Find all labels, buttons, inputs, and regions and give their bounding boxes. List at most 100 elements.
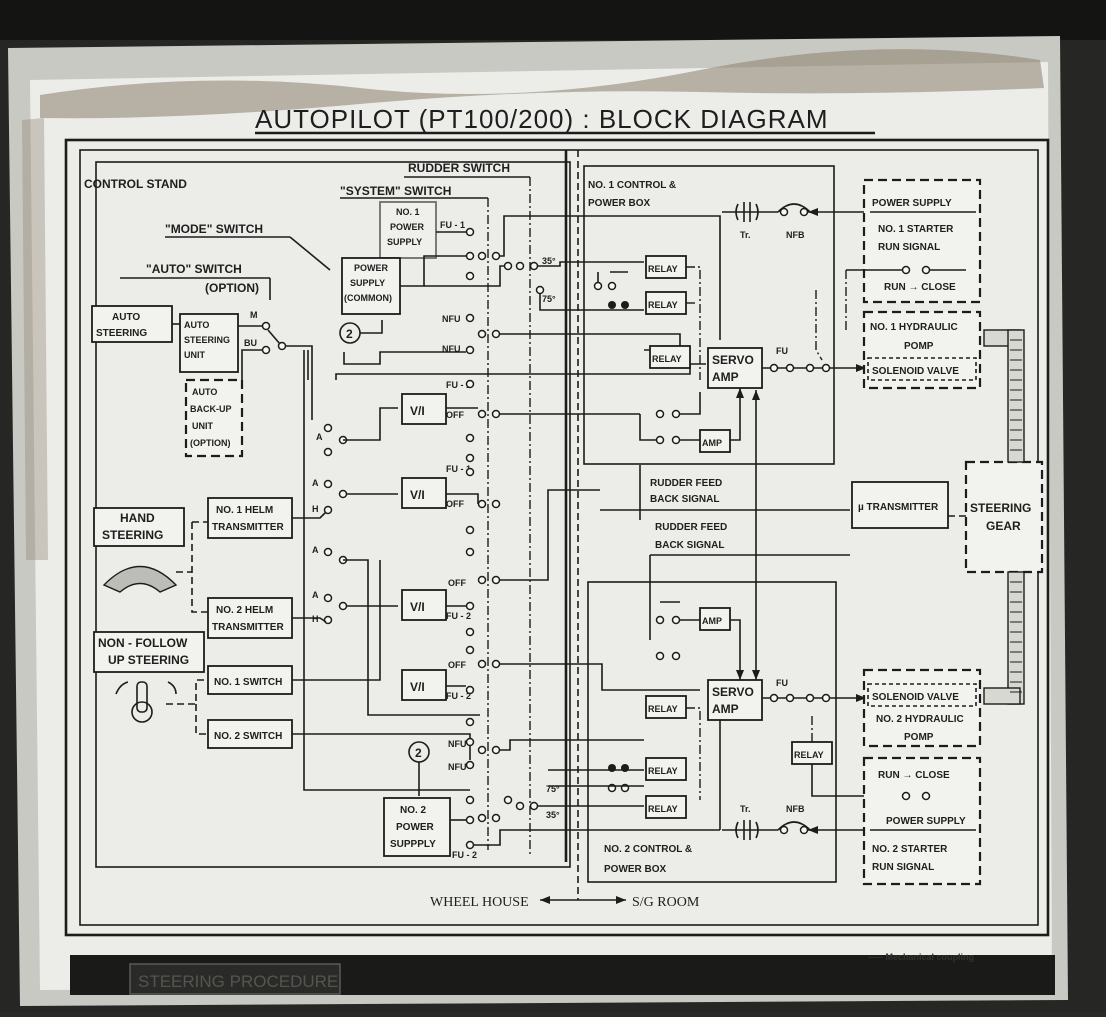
svg-text:35°: 35° bbox=[546, 810, 560, 820]
svg-text:RUDDER FEED: RUDDER FEED bbox=[655, 522, 727, 533]
mode-switch-label: "MODE" SWITCH bbox=[165, 222, 263, 236]
svg-text:POWER: POWER bbox=[354, 263, 389, 273]
svg-text:RUDDER FEED: RUDDER FEED bbox=[650, 478, 722, 489]
svg-text:BACK SIGNAL: BACK SIGNAL bbox=[650, 494, 719, 505]
svg-text:NO. 1 HYDRAULIC: NO. 1 HYDRAULIC bbox=[870, 322, 958, 333]
svg-text:RUN → CLOSE: RUN → CLOSE bbox=[878, 770, 950, 781]
svg-text:NON - FOLLOW: NON - FOLLOW bbox=[98, 636, 188, 650]
svg-text:AMP: AMP bbox=[712, 702, 739, 716]
svg-text:M: M bbox=[250, 310, 258, 320]
diagram-title: AUTOPILOT (PT100/200) : BLOCK DIAGRAM bbox=[255, 104, 829, 134]
svg-text:H: H bbox=[312, 504, 319, 514]
svg-text:RUN → CLOSE: RUN → CLOSE bbox=[884, 282, 956, 293]
svg-text:Tr.: Tr. bbox=[740, 230, 751, 240]
svg-text:POMP: POMP bbox=[904, 732, 934, 743]
svg-text:SUPPLY: SUPPLY bbox=[350, 278, 385, 288]
svg-text:A: A bbox=[312, 545, 319, 555]
svg-text:35°: 35° bbox=[542, 256, 556, 266]
rudder-switch-label: RUDDER SWITCH bbox=[408, 161, 510, 175]
svg-text:RELAY: RELAY bbox=[794, 750, 824, 760]
circle-2-top: 2 bbox=[346, 327, 353, 341]
circle-2-bottom: 2 bbox=[415, 746, 422, 760]
svg-text:NO. 1 SWITCH: NO. 1 SWITCH bbox=[214, 677, 282, 688]
svg-text:FU - 2: FU - 2 bbox=[446, 611, 471, 621]
svg-text:POWER BOX: POWER BOX bbox=[588, 198, 651, 209]
system-switch-label: "SYSTEM" SWITCH bbox=[340, 184, 451, 198]
svg-text:NFB: NFB bbox=[786, 230, 805, 240]
svg-text:NFU: NFU bbox=[448, 739, 467, 749]
svg-text:BU: BU bbox=[244, 338, 257, 348]
svg-text:STEERING: STEERING bbox=[96, 328, 147, 339]
svg-text:RELAY: RELAY bbox=[648, 264, 678, 274]
svg-text:UP STEERING: UP STEERING bbox=[108, 653, 189, 667]
svg-text:TRANSMITTER: TRANSMITTER bbox=[212, 622, 284, 633]
svg-text:NO. 2: NO. 2 bbox=[400, 805, 427, 816]
svg-text:OFF: OFF bbox=[448, 660, 466, 670]
mechanical-coupling-legend: ----- Mechanical coupling bbox=[868, 952, 974, 962]
svg-text:POWER SUPPLY: POWER SUPPLY bbox=[872, 198, 952, 209]
auto-switch-option: (OPTION) bbox=[205, 281, 259, 295]
sg-room-label: S/G ROOM bbox=[632, 895, 700, 910]
svg-text:µ TRANSMITTER: µ TRANSMITTER bbox=[858, 502, 939, 513]
svg-text:BACK-UP: BACK-UP bbox=[190, 404, 232, 414]
wheel-house-label: WHEEL HOUSE bbox=[430, 895, 529, 910]
svg-text:OFF: OFF bbox=[448, 578, 466, 588]
svg-text:POMP: POMP bbox=[904, 341, 934, 352]
svg-text:RELAY: RELAY bbox=[648, 300, 678, 310]
svg-text:RELAY: RELAY bbox=[652, 354, 682, 364]
svg-text:NO. 1 CONTROL &: NO. 1 CONTROL & bbox=[588, 180, 676, 191]
svg-text:AUTO: AUTO bbox=[112, 312, 140, 323]
svg-text:AMP: AMP bbox=[712, 370, 739, 384]
svg-text:RELAY: RELAY bbox=[648, 704, 678, 714]
svg-text:H: H bbox=[312, 614, 319, 624]
svg-text:V/I: V/I bbox=[410, 404, 425, 418]
control-stand-label: CONTROL STAND bbox=[84, 177, 187, 191]
svg-text:A: A bbox=[316, 432, 323, 442]
svg-text:SERVO: SERVO bbox=[712, 685, 754, 699]
svg-text:POWER SUPPLY: POWER SUPPLY bbox=[886, 816, 966, 827]
svg-text:HAND: HAND bbox=[120, 511, 155, 525]
svg-text:STEERING: STEERING bbox=[970, 501, 1031, 515]
svg-text:FU: FU bbox=[776, 678, 788, 688]
svg-text:POWER BOX: POWER BOX bbox=[604, 864, 667, 875]
svg-text:NO. 2 HYDRAULIC: NO. 2 HYDRAULIC bbox=[876, 714, 964, 725]
svg-text:A: A bbox=[312, 590, 319, 600]
svg-text:AUTO: AUTO bbox=[184, 320, 209, 330]
svg-text:NO. 1 HELM: NO. 1 HELM bbox=[216, 505, 273, 516]
svg-text:NO. 2 STARTER: NO. 2 STARTER bbox=[872, 844, 948, 855]
svg-text:V/I: V/I bbox=[410, 488, 425, 502]
svg-text:OFF: OFF bbox=[446, 410, 464, 420]
svg-text:V/I: V/I bbox=[410, 680, 425, 694]
steering-gear-box bbox=[966, 462, 1042, 572]
svg-text:POWER: POWER bbox=[396, 822, 435, 833]
svg-text:SUPPLY: SUPPLY bbox=[387, 237, 422, 247]
svg-text:BACK SIGNAL: BACK SIGNAL bbox=[655, 540, 724, 551]
svg-text:(OPTION): (OPTION) bbox=[190, 438, 231, 448]
svg-text:SERVO: SERVO bbox=[712, 353, 754, 367]
svg-text:POWER: POWER bbox=[390, 222, 425, 232]
svg-text:NFU: NFU bbox=[442, 314, 461, 324]
svg-text:SUPPPLY: SUPPPLY bbox=[390, 839, 436, 850]
svg-text:NO. 1 STARTER: NO. 1 STARTER bbox=[878, 224, 954, 235]
svg-text:SOLENOID VALVE: SOLENOID VALVE bbox=[872, 692, 959, 703]
svg-text:NO. 2 CONTROL &: NO. 2 CONTROL & bbox=[604, 844, 692, 855]
svg-text:FU - 2: FU - 2 bbox=[452, 850, 477, 860]
svg-text:RUN SIGNAL: RUN SIGNAL bbox=[872, 862, 934, 873]
svg-text:NO. 2 HELM: NO. 2 HELM bbox=[216, 605, 273, 616]
steering-procedure-label: STEERING PROCEDURE bbox=[138, 972, 338, 991]
svg-text:GEAR: GEAR bbox=[986, 519, 1021, 533]
svg-text:AMP: AMP bbox=[702, 616, 722, 626]
auto-switch-label: "AUTO" SWITCH bbox=[146, 262, 242, 276]
svg-text:RELAY: RELAY bbox=[648, 766, 678, 776]
svg-text:NO. 1: NO. 1 bbox=[396, 207, 420, 217]
svg-text:FU - 1: FU - 1 bbox=[440, 220, 465, 230]
svg-text:FU: FU bbox=[776, 346, 788, 356]
svg-text:A: A bbox=[312, 478, 319, 488]
svg-text:NO. 2 SWITCH: NO. 2 SWITCH bbox=[214, 731, 282, 742]
svg-text:NFU: NFU bbox=[448, 762, 467, 772]
svg-text:RELAY: RELAY bbox=[648, 804, 678, 814]
svg-text:RUN SIGNAL: RUN SIGNAL bbox=[878, 242, 940, 253]
svg-text:STEERING: STEERING bbox=[102, 528, 163, 542]
